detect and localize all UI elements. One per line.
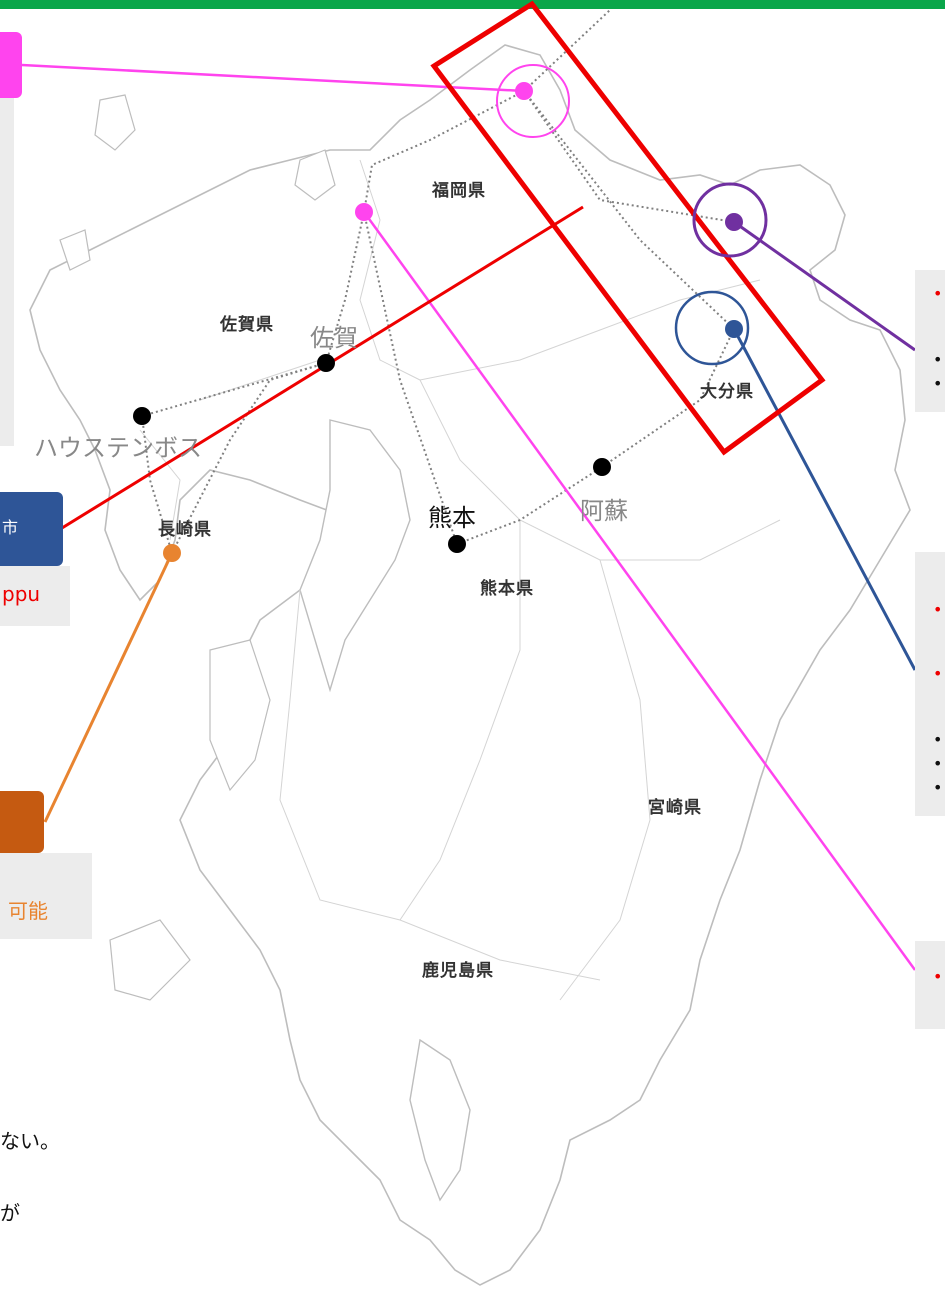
magenta-right-callout-bullet: • bbox=[933, 967, 943, 986]
kyushu-landmass bbox=[29, 44, 911, 1286]
beppu-circle bbox=[674, 290, 750, 366]
nagasaki-point bbox=[163, 544, 181, 562]
connector-magenta-long bbox=[362, 211, 917, 971]
magenta-right-callout-body: • bbox=[915, 941, 945, 1029]
place-saga-label: 佐賀 bbox=[310, 324, 358, 352]
pref-kumamoto-label: 熊本県 bbox=[480, 579, 534, 599]
navy-callout-body: • • • • • bbox=[915, 552, 945, 816]
bottom-text-line2: が bbox=[0, 1201, 20, 1225]
orange-callout-header bbox=[0, 791, 44, 853]
purple-callout-bullet-1: • bbox=[933, 284, 943, 303]
magenta-callout-header bbox=[0, 32, 22, 98]
pref-miyazaki-label: 宮崎県 bbox=[648, 798, 702, 818]
orange-callout-body: 可能 bbox=[0, 853, 92, 939]
route-huisten-nagasaki bbox=[141, 415, 173, 554]
navy-callout-bullet-3: • bbox=[933, 730, 943, 749]
orange-callout-body-text: 可能 bbox=[8, 899, 48, 923]
blue-callout-header-text: 市 bbox=[2, 518, 19, 537]
blue-callout-body-text: ppu bbox=[2, 582, 41, 606]
kumamoto-point bbox=[448, 535, 466, 553]
pref-saga-label: 佐賀県 bbox=[220, 315, 274, 335]
place-huis-ten-bosch-label: ハウステンボス bbox=[34, 434, 202, 462]
pref-oita-label: 大分県 bbox=[700, 382, 754, 402]
nakatsu-circle bbox=[692, 182, 768, 258]
kitakyushu-circle bbox=[496, 64, 570, 138]
place-kumamoto-label: 熊本 bbox=[428, 504, 476, 532]
aso-point bbox=[593, 458, 611, 476]
hakata-point bbox=[355, 203, 373, 221]
purple-callout-bullet-2: • bbox=[933, 350, 943, 369]
pref-kagoshima-label: 鹿児島県 bbox=[422, 961, 494, 981]
huis-ten-bosch-point bbox=[133, 407, 151, 425]
navy-callout-bullet-4: • bbox=[933, 754, 943, 773]
kitakyushu-point bbox=[515, 82, 533, 100]
place-aso-label: 阿蘇 bbox=[580, 497, 628, 525]
navy-callout-bullet-5: • bbox=[933, 778, 943, 797]
connector-navy bbox=[732, 328, 917, 671]
blue-callout-header: 市 bbox=[0, 492, 63, 566]
saga-point bbox=[317, 354, 335, 372]
purple-callout-body: • • • bbox=[915, 270, 945, 412]
pref-nagasaki-label: 長崎県 bbox=[158, 520, 212, 540]
connector-magenta-top bbox=[21, 63, 525, 93]
route-hakata-saga bbox=[325, 211, 365, 364]
ariake-bay bbox=[299, 419, 411, 693]
connector-purple bbox=[733, 220, 916, 352]
nakatsu-point bbox=[725, 213, 743, 231]
highlight-rectangle bbox=[430, 0, 826, 456]
kagoshima-bay bbox=[409, 1038, 471, 1202]
pref-fukuoka-label: 福岡県 bbox=[432, 181, 486, 201]
blue-callout-body: ppu bbox=[0, 566, 70, 626]
route-kitakyushu-beppu bbox=[523, 90, 735, 330]
purple-callout-bullet-3: • bbox=[933, 374, 943, 393]
route-hakata-kumamoto bbox=[363, 211, 458, 545]
magenta-callout-body bbox=[0, 98, 14, 446]
beppu-point bbox=[725, 320, 743, 338]
top-accent-bar bbox=[0, 0, 945, 9]
bottom-text-line1: ない。 bbox=[0, 1129, 60, 1153]
navy-callout-bullet-2: • bbox=[933, 664, 943, 683]
navy-callout-bullet-1: • bbox=[933, 600, 943, 619]
connector-orange bbox=[43, 552, 174, 823]
